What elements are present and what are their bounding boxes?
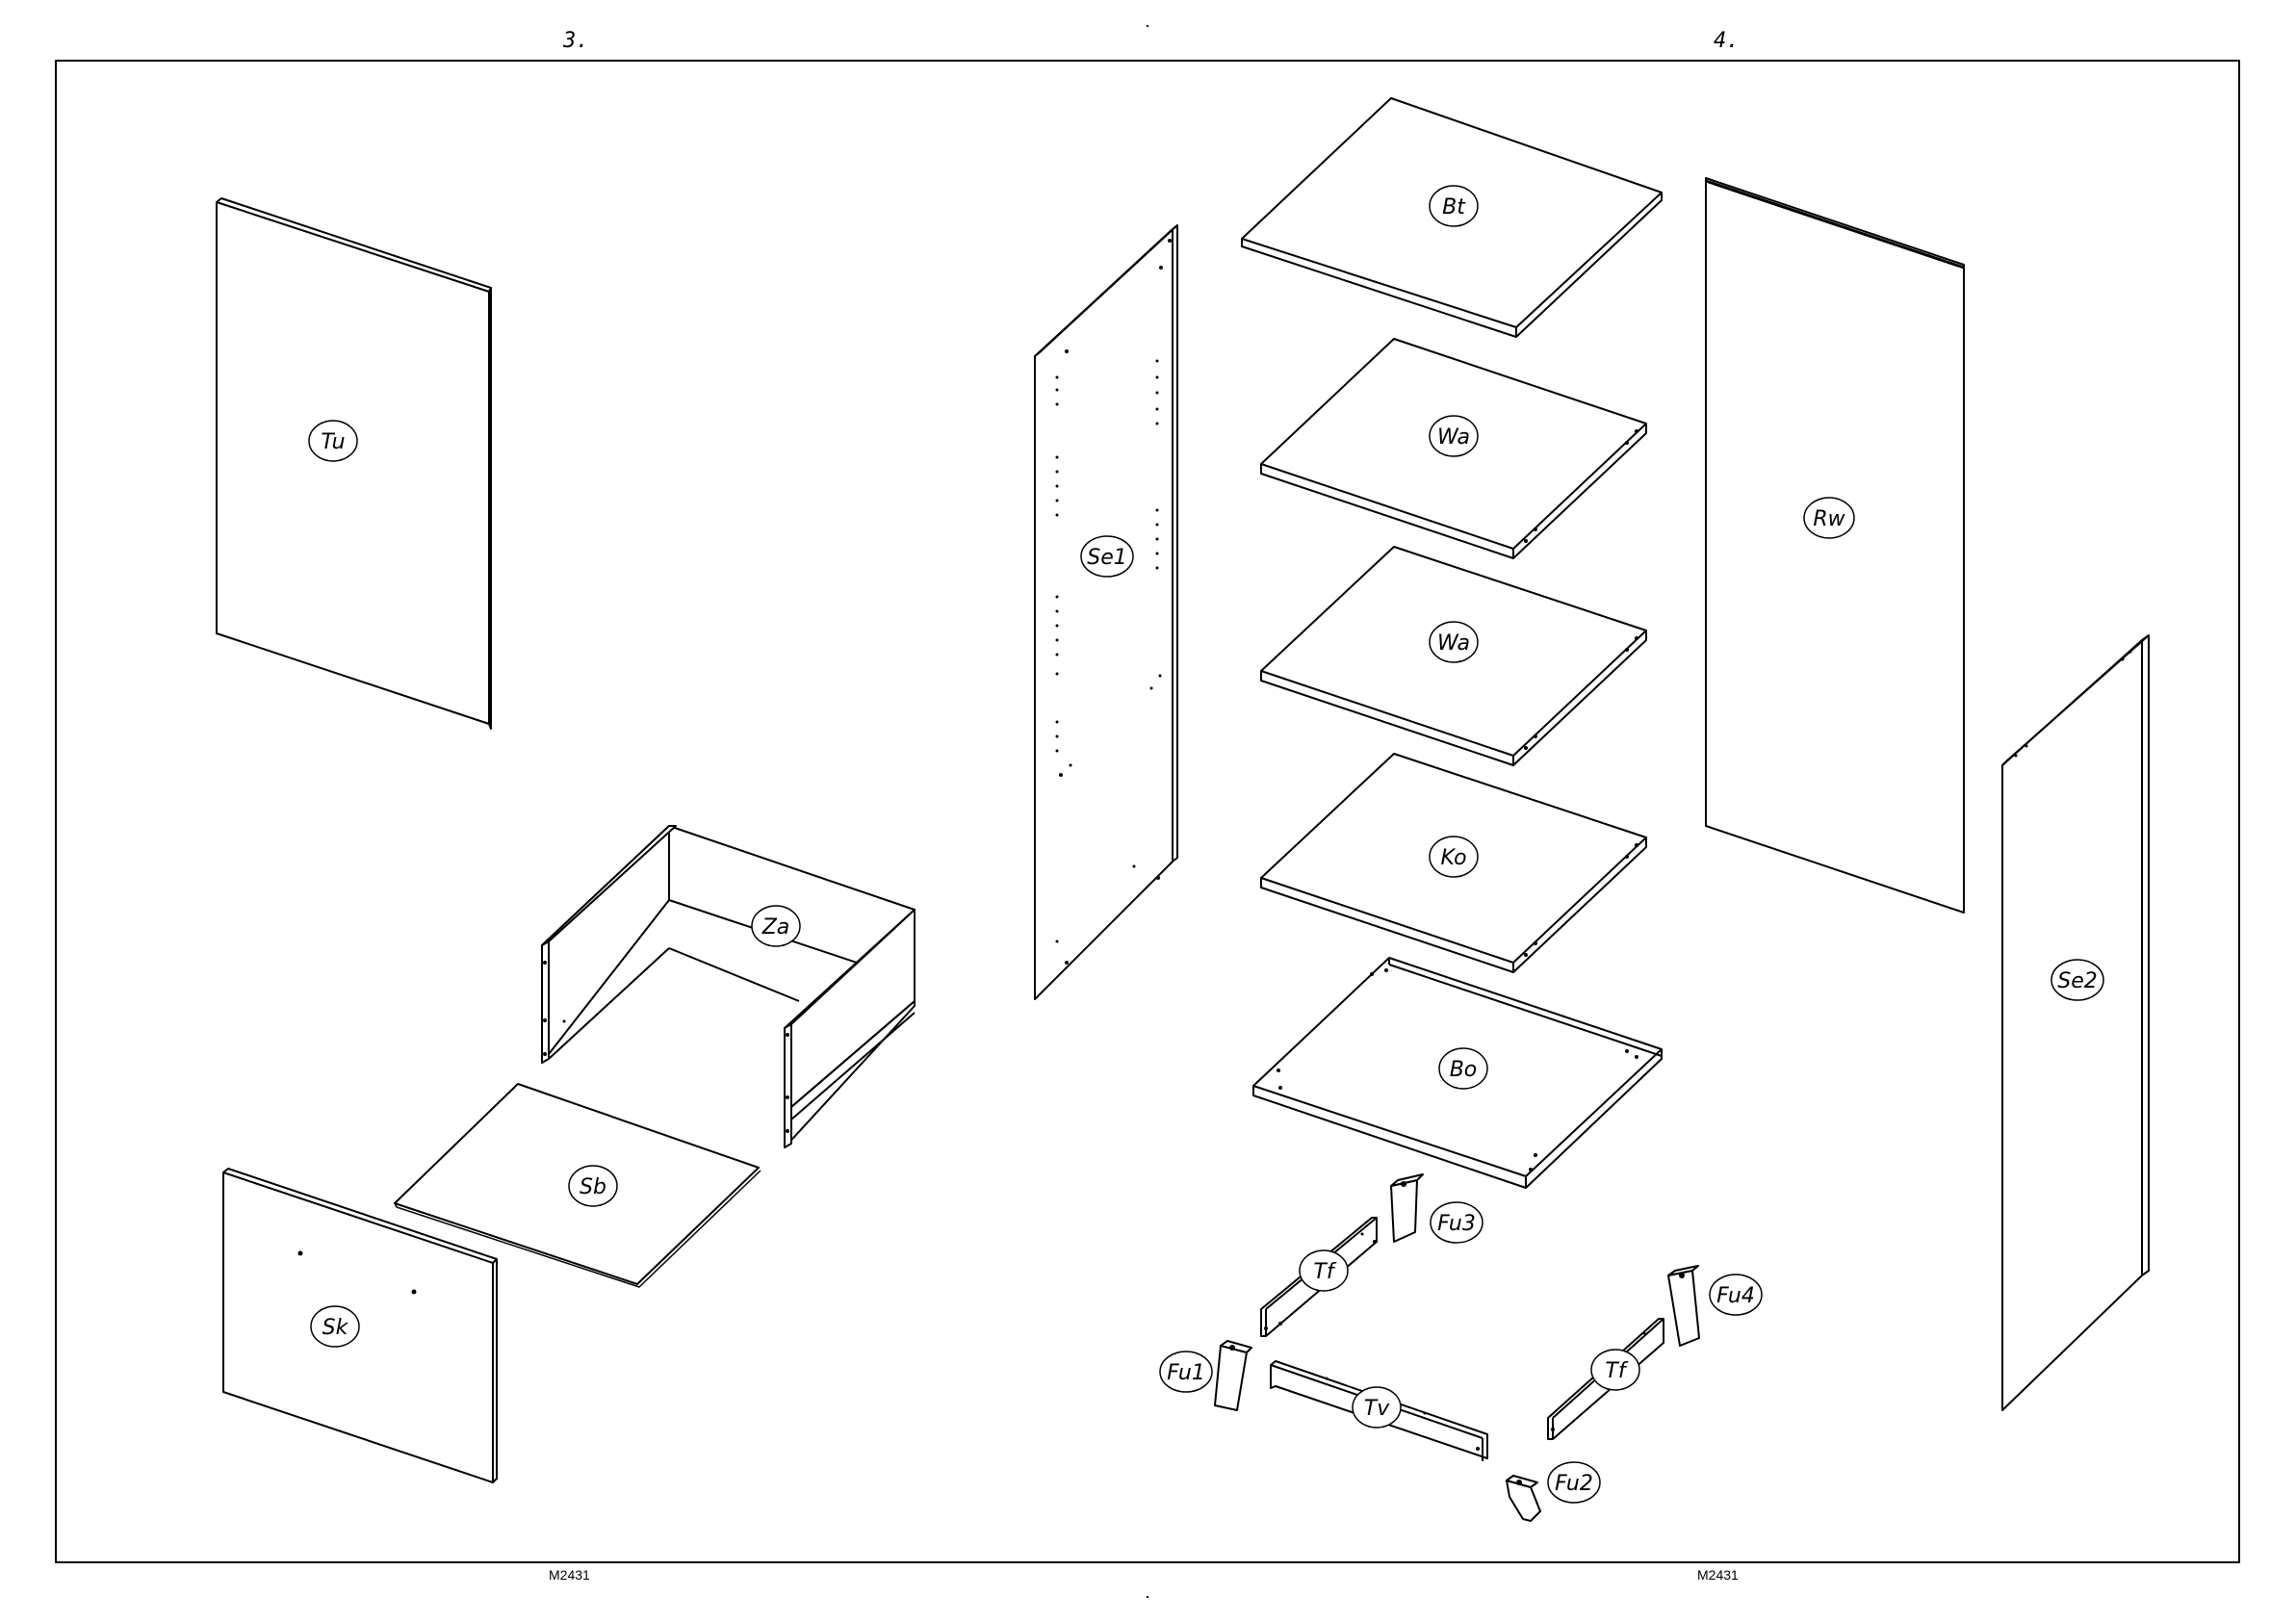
label-wa-2: Wa	[1430, 622, 1478, 662]
svg-text:Se1: Se1	[1087, 546, 1127, 570]
label-wa-1: Wa	[1430, 416, 1478, 456]
label-fu3: Fu3	[1431, 1202, 1483, 1243]
label-sb: Sb	[569, 1166, 617, 1206]
svg-text:Bt: Bt	[1442, 195, 1466, 219]
label-fu1: Fu1	[1160, 1352, 1212, 1392]
svg-text:Tu: Tu	[321, 430, 345, 454]
label-ko: Ko	[1430, 837, 1478, 877]
label-bt: Bt	[1430, 186, 1478, 226]
svg-text:Fu4: Fu4	[1716, 1284, 1755, 1308]
model-code-right: M2431	[1697, 1567, 1739, 1583]
label-se1: Se1	[1081, 536, 1133, 577]
svg-text:Fu3: Fu3	[1437, 1212, 1476, 1236]
label-sk: Sk	[311, 1306, 359, 1347]
label-tf-2: Tf	[1591, 1350, 1639, 1390]
label-za: Za	[752, 906, 800, 946]
svg-text:Tv: Tv	[1364, 1397, 1390, 1421]
svg-text:Tf: Tf	[1313, 1260, 1336, 1284]
label-tv: Tv	[1353, 1387, 1401, 1428]
svg-text:Sk: Sk	[322, 1316, 349, 1340]
svg-text:Se2: Se2	[2057, 969, 2098, 993]
part-fu3-foot	[1391, 1174, 1423, 1242]
part-fu1-foot	[1215, 1341, 1251, 1410]
label-fu2: Fu2	[1548, 1462, 1600, 1503]
part-tu-door	[217, 198, 491, 729]
svg-text:Wa: Wa	[1437, 631, 1470, 656]
svg-text:Za: Za	[761, 915, 790, 940]
svg-text:Wa: Wa	[1437, 425, 1470, 450]
part-fu2-foot	[1507, 1476, 1540, 1521]
part-fu4-foot	[1668, 1266, 1699, 1346]
model-code-left: M2431	[549, 1567, 590, 1583]
svg-text:Tf: Tf	[1605, 1359, 1628, 1383]
svg-text:Fu1: Fu1	[1167, 1361, 1205, 1385]
svg-text:Bo: Bo	[1450, 1058, 1478, 1082]
svg-text:Rw: Rw	[1813, 507, 1845, 531]
svg-text:Sb: Sb	[580, 1175, 606, 1199]
label-tf-1: Tf	[1300, 1250, 1348, 1291]
label-se2: Se2	[2051, 960, 2103, 1000]
label-rw: Rw	[1804, 498, 1854, 538]
svg-text:Ko: Ko	[1440, 846, 1466, 870]
label-bo: Bo	[1439, 1048, 1487, 1089]
svg-text:Fu2: Fu2	[1555, 1472, 1593, 1496]
part-za-drawer-box	[542, 826, 915, 1147]
part-rw-back-wall	[1706, 178, 1964, 913]
label-fu4: Fu4	[1710, 1274, 1762, 1315]
part-se2-side-panel	[2002, 635, 2149, 1410]
label-tu: Tu	[309, 421, 357, 461]
